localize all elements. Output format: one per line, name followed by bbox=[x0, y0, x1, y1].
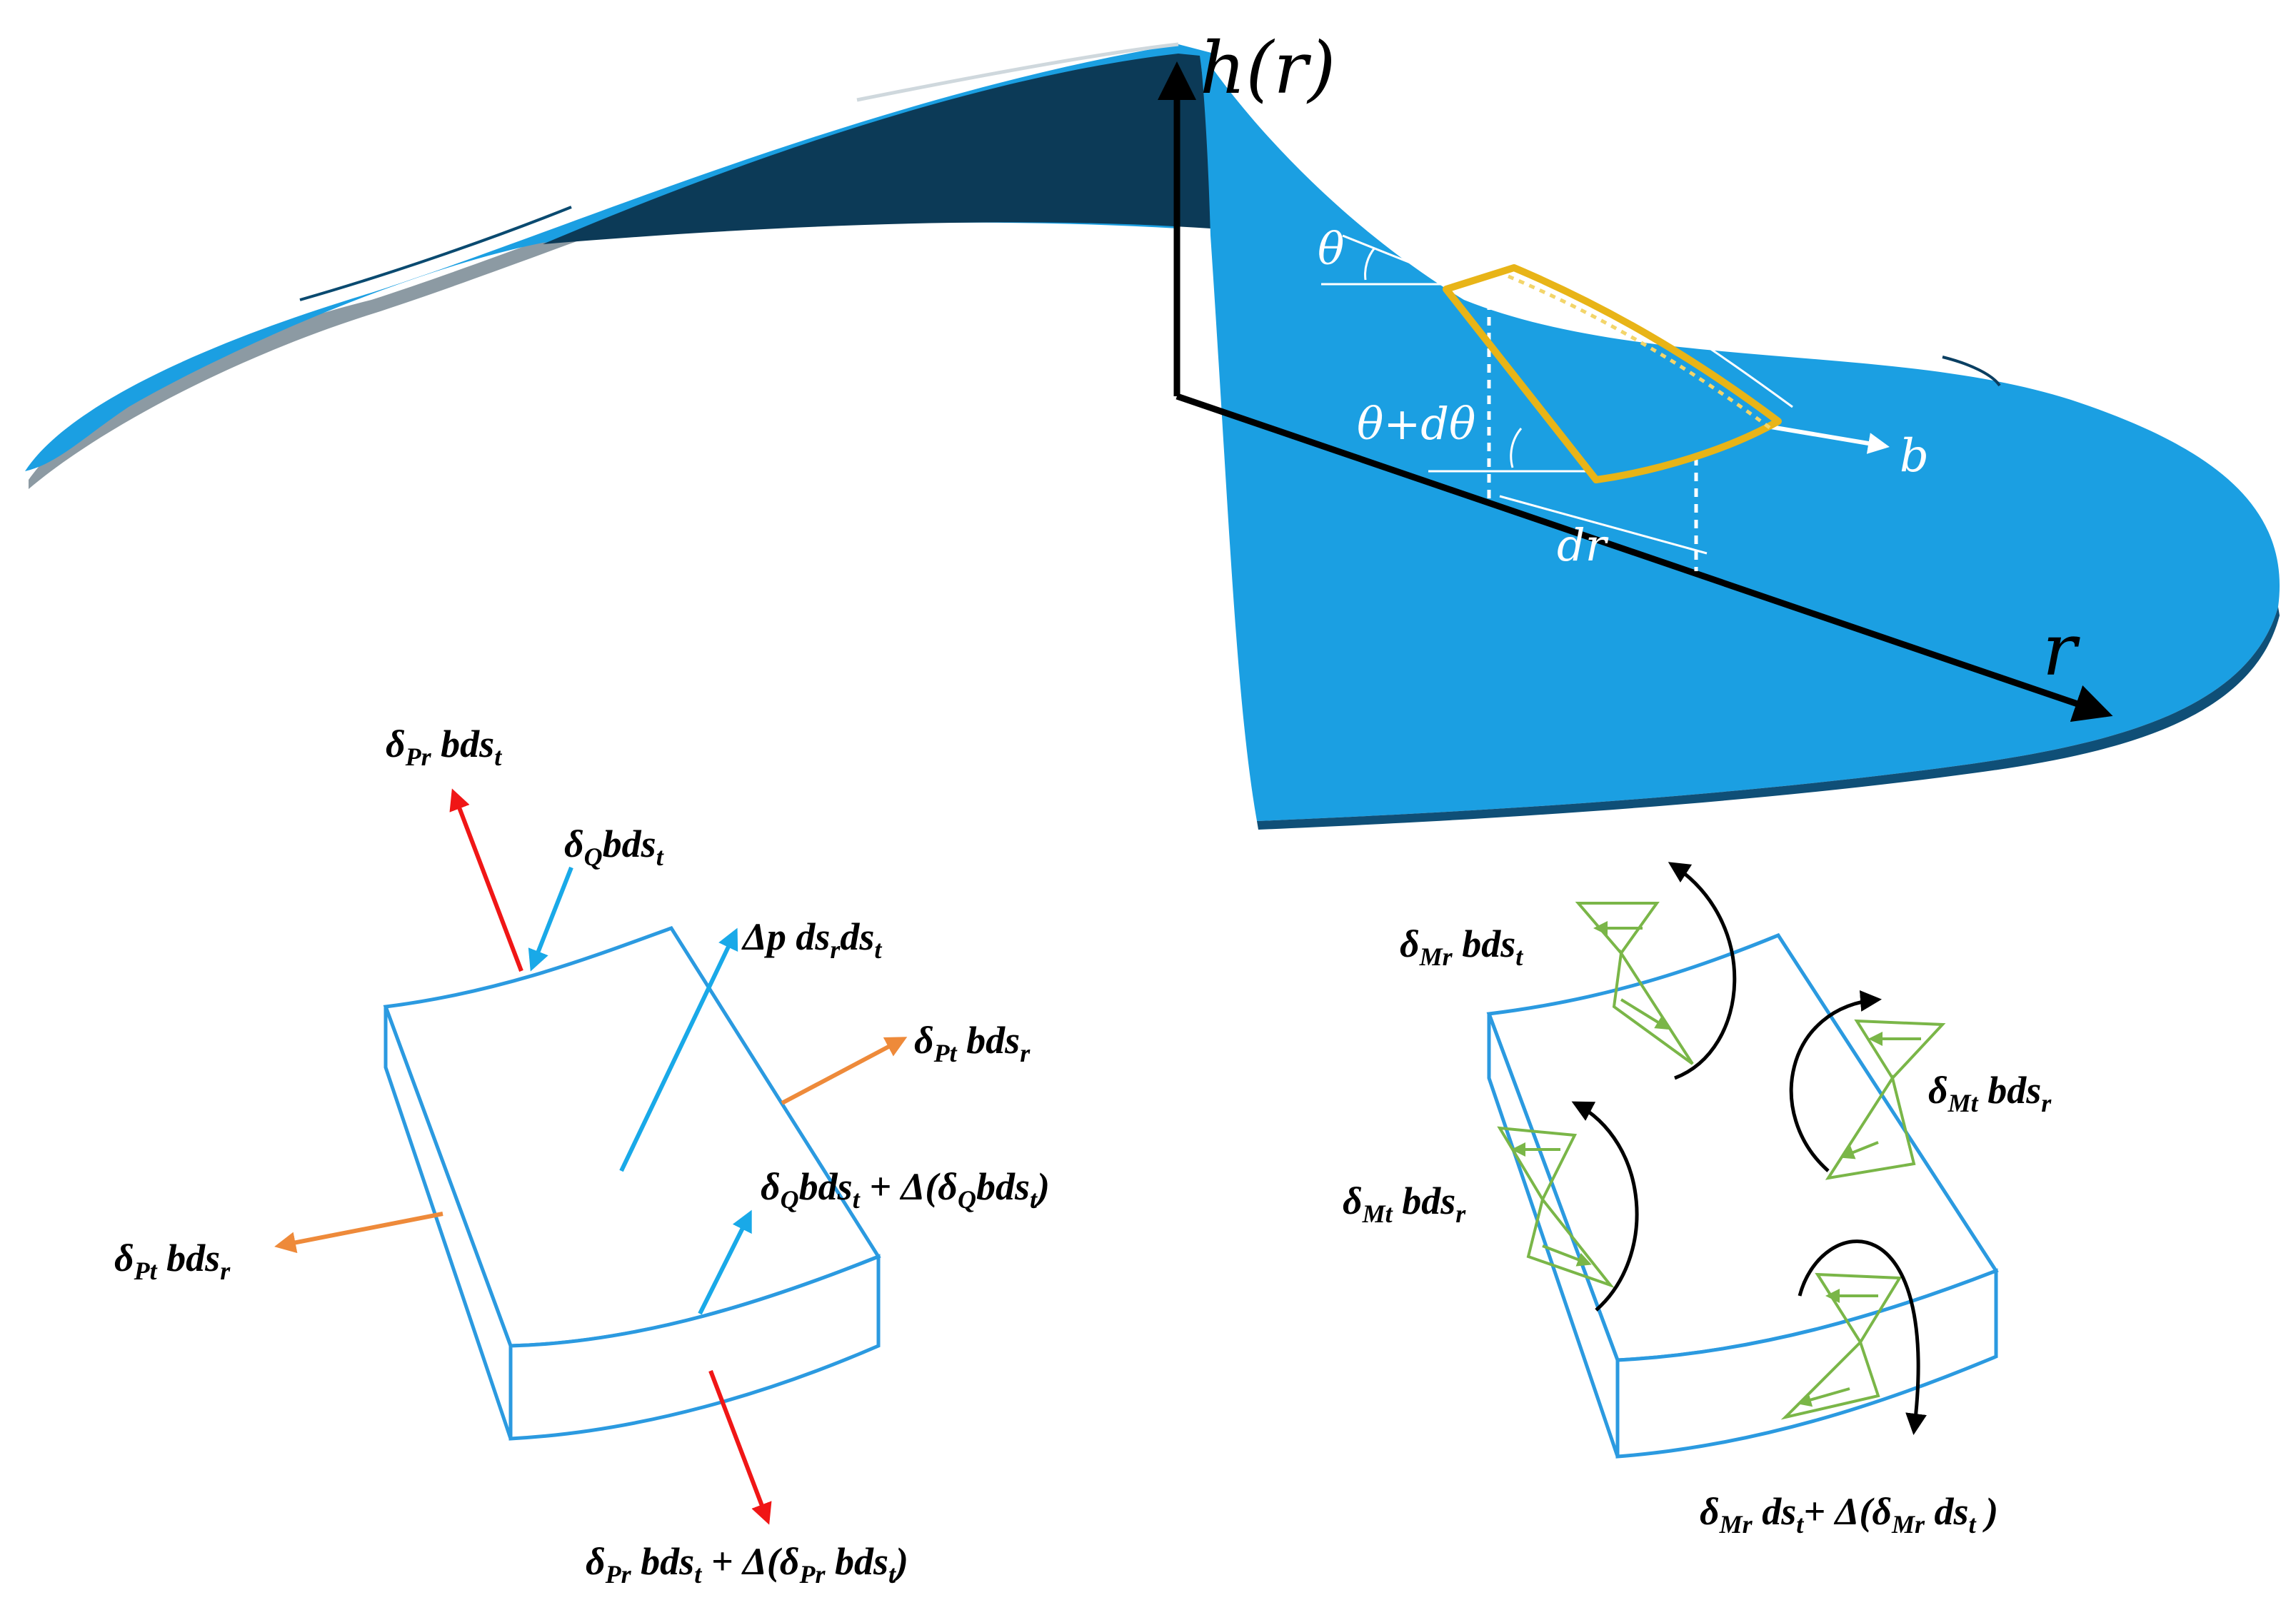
moment-arc-right bbox=[1789, 990, 1882, 1172]
shell-surface bbox=[25, 42, 2280, 830]
dr-line bbox=[1499, 495, 1708, 555]
force-element-front-face bbox=[508, 1254, 881, 1441]
force-q-top-arrow bbox=[528, 866, 573, 972]
shell-element-inner bbox=[1508, 274, 1774, 432]
force-pr-bottom-label: δPr bdst + Δ(δPr bdst) bbox=[586, 1540, 908, 1589]
moment-element-front-face bbox=[1615, 1268, 1998, 1459]
theta-dtheta-label: θ+dθ bbox=[1357, 398, 1475, 450]
force-q-top-label: δQbdst bbox=[564, 822, 664, 871]
moment-arc-bottom bbox=[1798, 1239, 1927, 1435]
moment-element: δMr bdst δMt bdsr δMt bdsr δMr dst+ Δ(δM… bbox=[1343, 862, 2052, 1539]
shell-left-crease bbox=[299, 206, 572, 301]
shell-right-ridge bbox=[1942, 356, 2001, 387]
moment-mr-bottom-label: δMr dst+ Δ(δMr dst ) bbox=[1700, 1490, 1998, 1539]
radius-label: r bbox=[2042, 608, 2080, 692]
stress-distribution-bottom bbox=[1780, 1272, 1903, 1420]
force-pr-top-label: δPr bdst bbox=[386, 723, 502, 771]
b-arrow bbox=[1770, 425, 1890, 454]
force-pt-left-arrow bbox=[274, 1212, 443, 1254]
dsr-guide-arc bbox=[1485, 220, 1793, 408]
force-pt-right-arrow bbox=[781, 1037, 908, 1105]
dst-label: dst bbox=[1489, 123, 1553, 181]
dphi-line-1 bbox=[1356, 206, 1472, 267]
force-pressure-arrow bbox=[619, 927, 738, 1172]
force-pt-right-label: δPt bdsr bbox=[914, 1019, 1031, 1067]
shell-right-surface bbox=[1200, 50, 2280, 821]
stress-distribution-left bbox=[1497, 1126, 1615, 1289]
shell-element-outline bbox=[1443, 264, 1782, 483]
force-q-bottom-arrow bbox=[698, 1209, 752, 1315]
dr-label: dr bbox=[1557, 519, 1609, 571]
force-q-bottom-label: δQbdst + Δ(δQbdst) bbox=[761, 1165, 1050, 1214]
force-pr-bottom-arrow bbox=[708, 1369, 772, 1525]
moment-mt-right-label: δMt bdsr bbox=[1928, 1069, 2052, 1117]
shell-inner-cavity bbox=[543, 54, 1210, 244]
force-pr-top-arrow bbox=[449, 788, 523, 972]
moment-arc-top bbox=[1668, 862, 1737, 1080]
dst-arrow bbox=[1469, 188, 1513, 276]
dphi-label: dφ bbox=[1346, 162, 1406, 214]
moment-mr-top-label: δMr bdst bbox=[1400, 922, 1523, 971]
stress-distribution-right bbox=[1825, 1019, 1946, 1180]
shell-apex-highlight bbox=[856, 42, 1179, 102]
force-pt-left-label: δPt bdsr bbox=[114, 1237, 231, 1285]
b-label: b bbox=[1900, 430, 1929, 483]
dphi-line-2 bbox=[1392, 195, 1472, 255]
moment-mt-left-label: δMt bdsr bbox=[1343, 1179, 1466, 1228]
force-pressure-label: Δp dsrdst bbox=[741, 915, 882, 964]
height-label: h(r) bbox=[1200, 26, 1335, 110]
dsr-label: dsr bbox=[1682, 269, 1749, 328]
force-element: δPr bdst δQbdst Δp dsrdst δPt bdsr δPt b… bbox=[114, 723, 1050, 1589]
theta-label: θ bbox=[1318, 223, 1344, 275]
shell-element-geometry: dφ dst θ dsr θ+dθ b dr bbox=[1318, 123, 1929, 571]
stress-distribution-top bbox=[1575, 902, 1694, 1065]
dphi-arc bbox=[1398, 214, 1458, 233]
radius-axis bbox=[1175, 393, 2113, 722]
theta-dtheta-arc bbox=[1510, 428, 1523, 468]
theta-arc bbox=[1364, 247, 1376, 281]
moment-arc-left bbox=[1571, 1101, 1639, 1312]
shell-axes: h(r) r bbox=[1158, 26, 2113, 722]
